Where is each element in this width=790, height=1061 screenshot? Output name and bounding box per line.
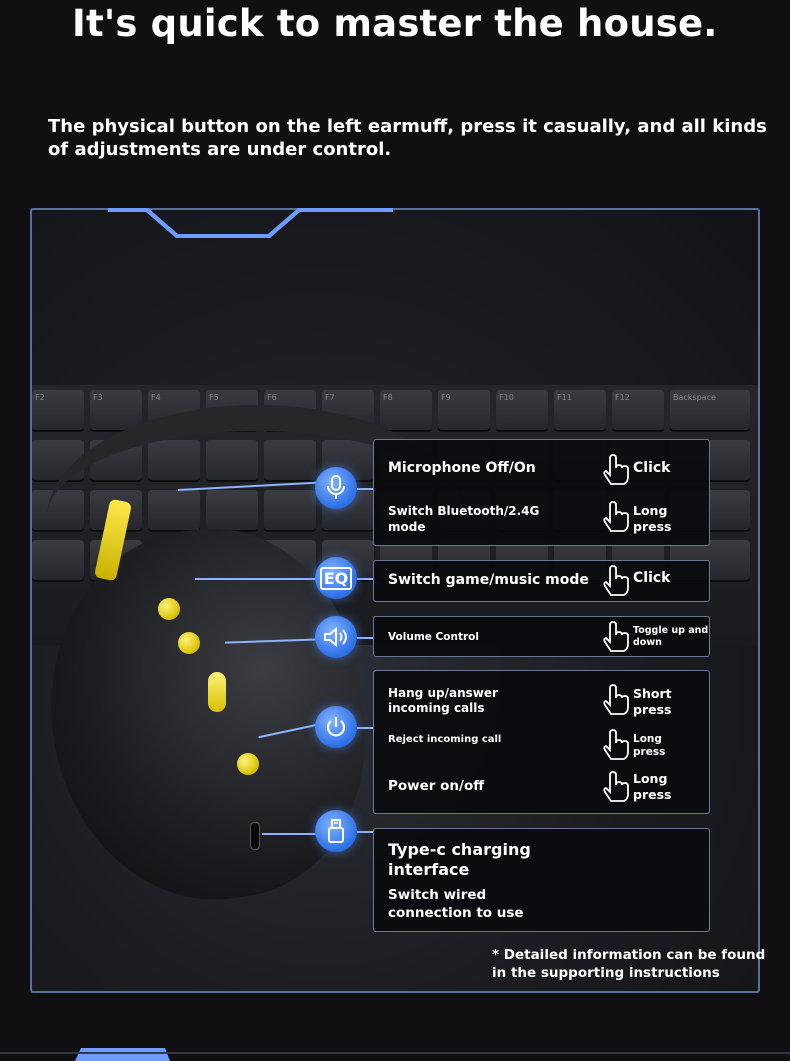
leader-line bbox=[357, 831, 373, 833]
action-label: Toggle up and down bbox=[633, 625, 709, 648]
hand-pointer-icon bbox=[600, 621, 630, 653]
keycap: F8 bbox=[380, 390, 432, 430]
keycap: F11 bbox=[554, 390, 606, 430]
function-label: Reject incoming call bbox=[388, 734, 502, 745]
hand-pointer-icon bbox=[600, 771, 630, 803]
leader-line bbox=[357, 488, 373, 490]
action-label: Click bbox=[633, 570, 671, 586]
headline: It's quick to master the house. bbox=[72, 2, 718, 45]
volume-slider bbox=[208, 672, 226, 712]
bottom-accent bbox=[75, 1048, 170, 1061]
power-icon bbox=[315, 706, 357, 748]
action-label: Long press bbox=[633, 503, 672, 534]
volume-function-box: Volume Control Toggle up and down bbox=[373, 616, 710, 657]
leader-line bbox=[195, 578, 317, 580]
power-button bbox=[237, 753, 259, 775]
function-label: Power on/off bbox=[388, 778, 485, 794]
eq-icon: EQ bbox=[315, 557, 357, 599]
keycap: F3 bbox=[90, 390, 142, 430]
usb-c-icon bbox=[315, 810, 357, 852]
hand-pointer-icon bbox=[600, 501, 630, 533]
subheadline: The physical button on the left earmuff,… bbox=[48, 116, 767, 160]
hand-pointer-icon bbox=[600, 454, 630, 486]
function-label: Switch Bluetooth/2.4G mode bbox=[388, 504, 540, 534]
charging-title: Type-c charging interface bbox=[388, 840, 531, 879]
leader-line bbox=[357, 727, 373, 729]
function-label: Volume Control bbox=[388, 631, 479, 643]
hand-pointer-icon bbox=[600, 729, 630, 761]
leader-line bbox=[262, 833, 318, 835]
mode-button bbox=[178, 632, 200, 654]
eq-icon-text: EQ bbox=[319, 566, 353, 590]
action-label: Long press bbox=[633, 733, 666, 758]
function-label: Hang up/answer incoming calls bbox=[388, 686, 498, 715]
keycap: F2 bbox=[32, 390, 84, 430]
leader-line bbox=[357, 637, 373, 639]
microphone-icon bbox=[315, 467, 357, 509]
action-label: Short press bbox=[633, 686, 672, 717]
action-label: Long press bbox=[633, 771, 672, 802]
keycap: F10 bbox=[496, 390, 548, 430]
function-label: Switch game/music mode bbox=[388, 572, 589, 588]
leader-line bbox=[357, 578, 373, 580]
keycap: F9 bbox=[438, 390, 490, 430]
hand-pointer-icon bbox=[600, 684, 630, 716]
mode-function-box: Switch game/music mode Click bbox=[373, 560, 710, 602]
function-label: Microphone Off/On bbox=[388, 460, 536, 476]
mic-button bbox=[158, 598, 180, 620]
keycap: F12 bbox=[612, 390, 664, 430]
keycap: Backspace bbox=[670, 390, 750, 430]
power-function-box: Hang up/answer incoming calls Short pres… bbox=[373, 670, 710, 814]
bottom-border bbox=[0, 1052, 790, 1054]
panel-top-accent bbox=[108, 208, 393, 238]
charging-function-box: Type-c charging interface Switch wired c… bbox=[373, 828, 710, 932]
mic-function-box: Microphone Off/On Click Switch Bluetooth… bbox=[373, 439, 710, 546]
charging-subtitle: Switch wired connection to use bbox=[388, 887, 524, 921]
speaker-icon bbox=[315, 616, 357, 658]
hand-pointer-icon bbox=[600, 565, 630, 597]
footnote: * Detailed information can be found in t… bbox=[492, 947, 766, 981]
action-label: Click bbox=[633, 460, 671, 476]
usb-c-port bbox=[250, 822, 260, 850]
